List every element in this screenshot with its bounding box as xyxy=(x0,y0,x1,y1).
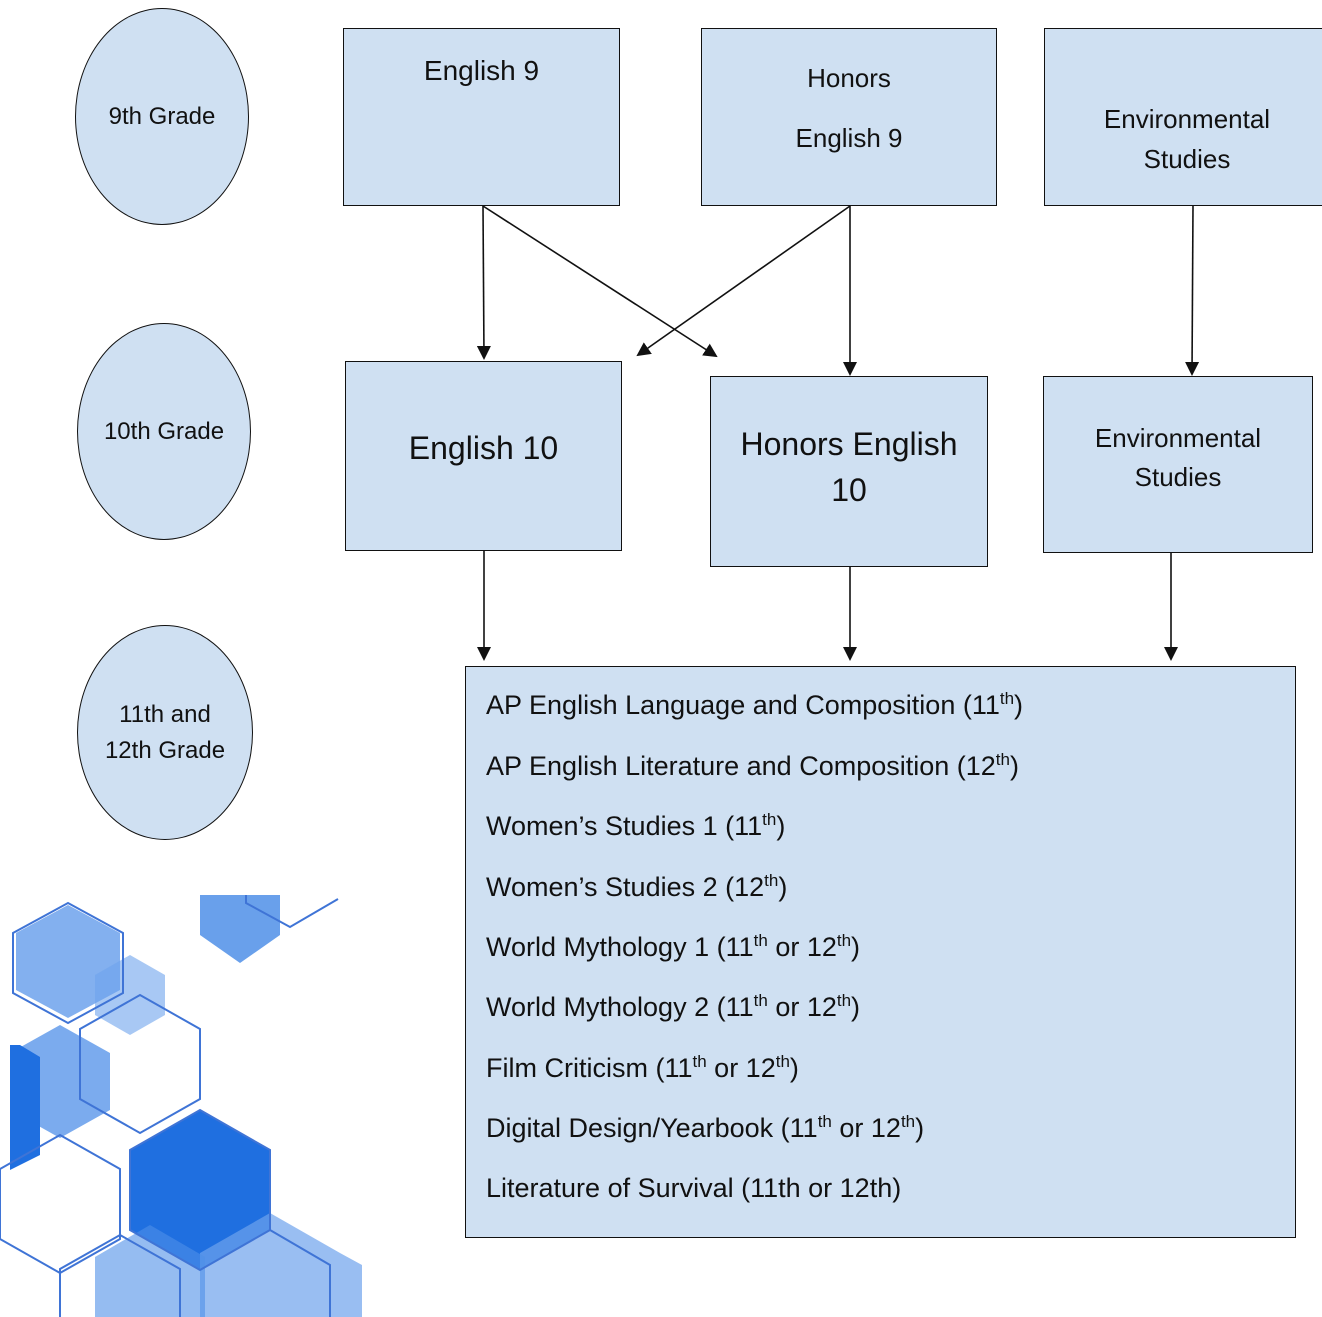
elective-item: Film Criticism (11th or 12th) xyxy=(486,1052,799,1083)
course-env-9-line2: Studies xyxy=(1143,144,1231,174)
course-honors-english-10-line2: 10 xyxy=(831,472,867,508)
elective-item: World Mythology 1 (11th or 12th) xyxy=(486,931,861,962)
grade-10-label: 10th Grade xyxy=(103,417,225,445)
decorative-hexagon-graphic xyxy=(0,895,362,1317)
arrow-env9-to-env10 xyxy=(1185,205,1200,376)
course-environmental-studies-10: Environmental Studies xyxy=(1043,376,1313,553)
elective-item: Digital Design/Yearbook (11th or 12th) xyxy=(486,1112,925,1143)
course-english-10: English 10 xyxy=(345,361,622,551)
grade-11-12-label-line1: 11th and xyxy=(119,700,211,728)
course-english-10-label: English 10 xyxy=(408,430,559,466)
grade-10-oval: 10th Grade xyxy=(77,323,251,540)
course-honors-english-9-line1: Honors xyxy=(807,63,891,93)
arrow-eng9-to-honors10 xyxy=(482,205,718,358)
elective-item: AP English Language and Composition (11t… xyxy=(486,689,1024,720)
course-honors-english-10: Honors English 10 xyxy=(710,376,988,567)
elective-item: Women’s Studies 2 (12th) xyxy=(486,871,788,902)
grade-11-12-label-line2: 12th Grade xyxy=(104,736,226,764)
course-honors-english-9: Honors English 9 xyxy=(701,28,997,206)
course-env-10-line1: Environmental xyxy=(1094,423,1262,453)
grade-9-oval: 9th Grade xyxy=(75,8,249,225)
elective-item: Women’s Studies 1 (11th) xyxy=(486,810,786,841)
arrow-honors9-to-eng10 xyxy=(636,205,851,357)
course-honors-english-9-line2: English 9 xyxy=(795,123,903,153)
grade-11-12-oval: 11th and 12th Grade xyxy=(77,625,253,840)
course-english-9: English 9 xyxy=(343,28,620,206)
arrow-eng9-to-eng10 xyxy=(476,205,491,360)
electives-box: AP English Language and Composition (11t… xyxy=(465,666,1296,1238)
elective-item: World Mythology 2 (11th or 12th) xyxy=(486,991,861,1022)
course-english-9-label: English 9 xyxy=(423,55,540,86)
course-env-9-line1: Environmental xyxy=(1103,104,1271,134)
grade-9-label: 9th Grade xyxy=(108,102,216,130)
elective-item: AP English Literature and Composition (1… xyxy=(486,750,1019,781)
elective-item: Literature of Survival (11th or 12th) xyxy=(486,1173,902,1203)
course-environmental-studies-9: Environmental Studies xyxy=(1044,28,1322,206)
course-honors-english-10-line1: Honors English xyxy=(740,426,958,462)
course-env-10-line2: Studies xyxy=(1134,462,1222,492)
